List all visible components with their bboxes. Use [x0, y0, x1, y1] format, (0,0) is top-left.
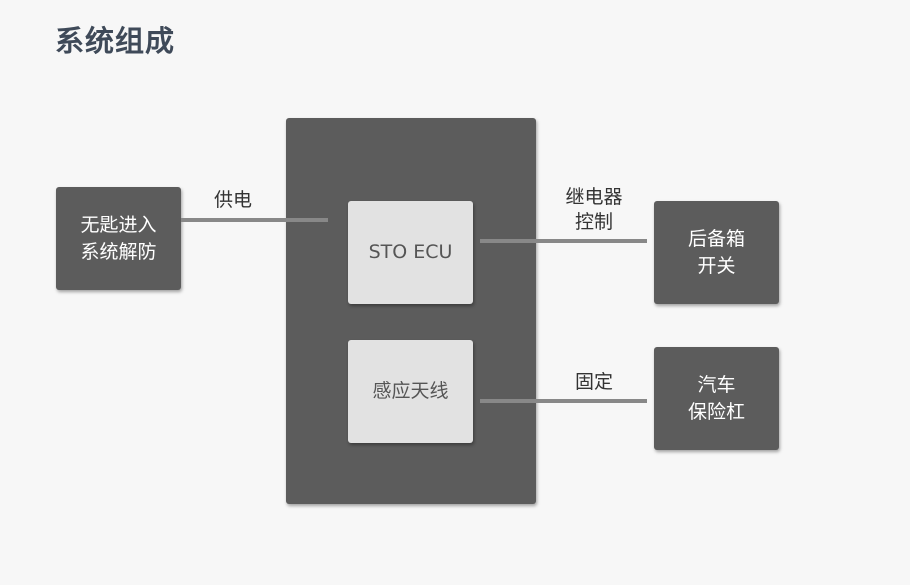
relay-control-label: 继电器 控制	[565, 186, 623, 233]
fixed-label: 固定	[574, 371, 613, 393]
power-label: 供电	[213, 189, 252, 211]
control-unit-container	[286, 118, 536, 504]
page-title: 系统组成	[55, 24, 176, 58]
trunk-switch-node: 后备箱 开关	[654, 201, 779, 304]
bumper-node: 汽车 保险杠	[654, 347, 779, 450]
relay-connector	[480, 239, 647, 243]
antenna-node: 感应天线	[348, 340, 473, 443]
power-connector	[181, 218, 328, 222]
keyless-entry-node: 无匙进入 系统解防	[56, 187, 181, 290]
fixed-connector	[480, 399, 647, 403]
sto-ecu-node: STO ECU	[348, 201, 473, 304]
